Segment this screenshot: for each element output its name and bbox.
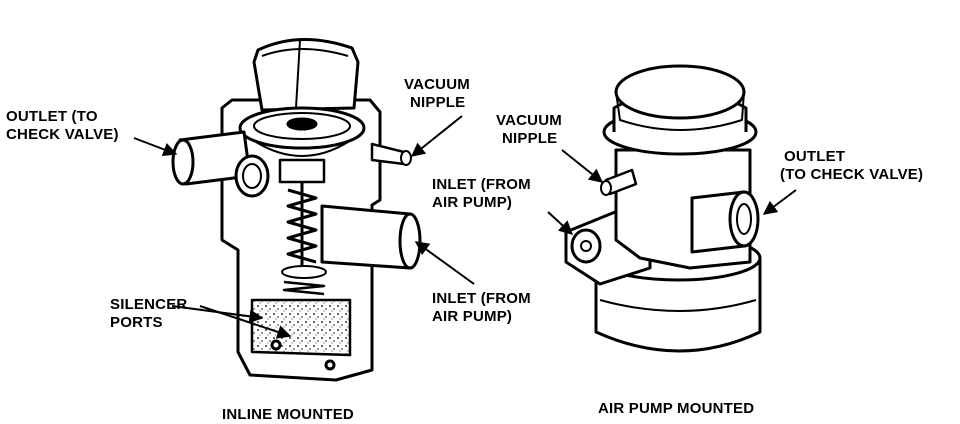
inlet-label-inline-line1: INLET (FROM (432, 290, 531, 307)
inline-leader-lines (133, 115, 475, 339)
inline-mounted-caption: INLINE MOUNTED (222, 406, 354, 423)
silencer-ports-label-line2: PORTS (110, 314, 163, 331)
silencer-ports-label: SILENCER PORTS (110, 296, 187, 332)
vacuum-nipple-label-pump: VACUUM NIPPLE (496, 112, 562, 148)
vacuum-nipple-label-pump-line1: VACUUM (496, 112, 562, 129)
inline-valve-drawing (171, 38, 422, 382)
inlet-label-pump: INLET (FROM AIR PUMP) (432, 176, 531, 212)
outlet-label-inline-line2: CHECK VALVE) (6, 126, 119, 143)
air-pump-mounted-caption: AIR PUMP MOUNTED (598, 400, 755, 417)
vacuum-nipple-label-inline: VACUUM NIPPLE (404, 76, 470, 112)
outlet-label-pump-line1: OUTLET (784, 148, 846, 165)
inlet-label-pump-line2: AIR PUMP) (432, 194, 513, 211)
silencer-ports-label-line1: SILENCER (110, 296, 188, 313)
pump-leader-lines (547, 149, 797, 235)
inlet-label-inline-line2: AIR PUMP) (432, 308, 513, 325)
inlet-label-inline: INLET (FROM AIR PUMP) (432, 290, 531, 326)
outlet-label-pump-line2: (TO CHECK VALVE) (780, 166, 924, 183)
outlet-label-inline: OUTLET (TO CHECK VALVE) (6, 108, 119, 144)
outlet-label-pump: OUTLET (TO CHECK VALVE) (780, 148, 923, 184)
vacuum-nipple-label-inline-line2: NIPPLE (410, 94, 466, 111)
vacuum-nipple-label-pump-line2: NIPPLE (502, 130, 558, 147)
pump-valve-drawing (564, 64, 762, 353)
vacuum-nipple-label-inline-line1: VACUUM (404, 76, 470, 93)
inlet-label-pump-line1: INLET (FROM (432, 176, 531, 193)
outlet-label-inline-line1: OUTLET (TO (6, 108, 98, 125)
